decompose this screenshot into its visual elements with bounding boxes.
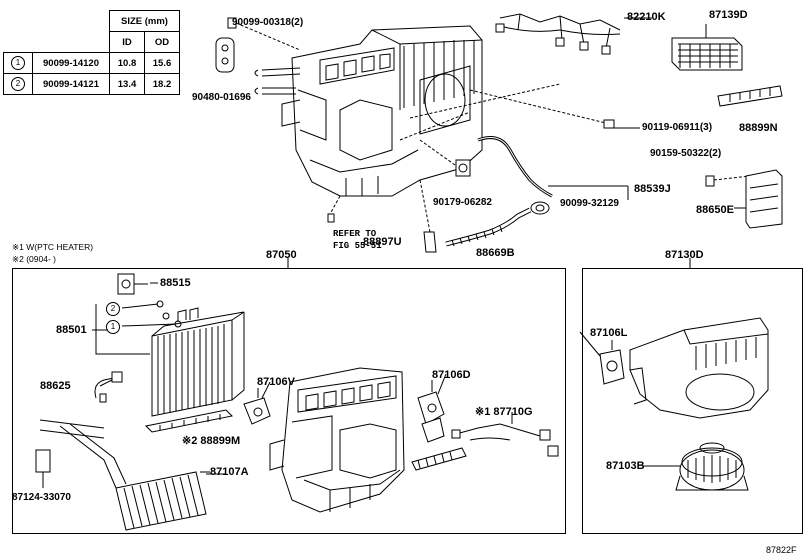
label-87107A: 87107A (210, 466, 249, 478)
o-ring (162, 312, 170, 320)
clip-part (455, 159, 471, 177)
hose-grommet (530, 201, 550, 215)
label-87139D: 87139D (709, 9, 748, 21)
label-90159-50322: 90159-50322(2) (650, 148, 722, 159)
label-87106L: 87106L (590, 327, 628, 339)
pipe-clamp (35, 449, 51, 488)
label-88897U: 88897U (363, 236, 402, 248)
label-87710G: ※1 87710G (475, 406, 533, 418)
bracket-88501 (95, 304, 150, 355)
label-82210K: 82210K (627, 11, 666, 23)
label-88899N: 88899N (739, 122, 778, 134)
size-table-part: 90099-14121 (32, 73, 110, 95)
label-90179-06282: 90179-06282 (433, 197, 492, 208)
sensor-part (423, 231, 437, 253)
screw-part (227, 17, 301, 51)
left-group-frame (12, 268, 566, 534)
heater-harness (451, 412, 559, 457)
grommet-part (215, 37, 235, 73)
thermistor (94, 371, 123, 403)
label-group-87050: 87050 (266, 249, 297, 261)
size-table-od: 18.2 (144, 73, 180, 95)
circle-mark: 2 (11, 77, 25, 91)
circle-mark-1: 1 (106, 320, 120, 334)
label-88515: 88515 (160, 277, 191, 289)
blower-motor (666, 442, 749, 491)
air-filter (671, 24, 743, 71)
hvac-case-center (269, 367, 405, 513)
expansion-valve (117, 273, 148, 295)
label-88650E: 88650E (696, 204, 734, 216)
size-table-row: 2 90099-14121 13.4 18.2 (3, 73, 180, 95)
evaporator-cover (144, 409, 234, 433)
label-87106V: 87106V (257, 376, 295, 388)
screw-mini (327, 213, 335, 223)
label-90099-32129: 90099-32129 (560, 198, 619, 209)
label-88625: 88625 (40, 380, 71, 392)
circle-mark: 1 (11, 56, 25, 70)
hvac-unit-top (254, 25, 483, 197)
label-88539J: 88539J (634, 183, 671, 195)
refer-line2: FIG 55-51 (333, 241, 382, 251)
label-88501: 88501 (56, 324, 87, 336)
figure-id: 87822F (766, 545, 797, 555)
note-ptc-heater: ※1 W(PTC HEATER) (12, 242, 94, 252)
refer-line1: REFER TO (333, 229, 377, 239)
blower-case (629, 317, 769, 419)
label-90480-01696: 90480-01696 (192, 92, 251, 103)
drain-hose (477, 136, 629, 200)
wire-harness-top (495, 13, 652, 55)
aspirator-tube (445, 207, 532, 247)
control-module (734, 169, 783, 229)
bolt-part (603, 119, 640, 129)
circle-mark-2: 2 (106, 302, 120, 316)
screw-small (705, 175, 751, 187)
label-87103B: 87103B (606, 460, 645, 472)
ptc-heater (411, 447, 467, 471)
label-group-87130D: 87130D (665, 249, 704, 261)
label-90119-06911: 90119-06911(3) (642, 122, 713, 133)
label-90099-00318: 90099-00318(2) (232, 17, 304, 28)
damper-servo-right (417, 380, 445, 443)
label-87106D: 87106D (432, 369, 471, 381)
label-88669B: 88669B (476, 247, 515, 259)
heater-core (39, 419, 226, 531)
right-group-frame (582, 268, 803, 534)
size-table-row: 1 90099-14120 10.8 15.6 (3, 52, 180, 74)
servo-motor-blower (599, 340, 625, 385)
filter-cover (717, 85, 783, 107)
damper-servo-left (243, 388, 271, 425)
note-date-range: ※2 (0904- ) (12, 254, 56, 264)
label-87124-33070: 87124-33070 (12, 492, 71, 503)
evaporator (151, 307, 245, 417)
label-88899M: ※2 88899M (182, 435, 241, 447)
leader-lines-top (329, 83, 611, 233)
size-table: SIZE (mm) ID OD 1 90099-14120 10.8 15.6 … (3, 10, 180, 95)
